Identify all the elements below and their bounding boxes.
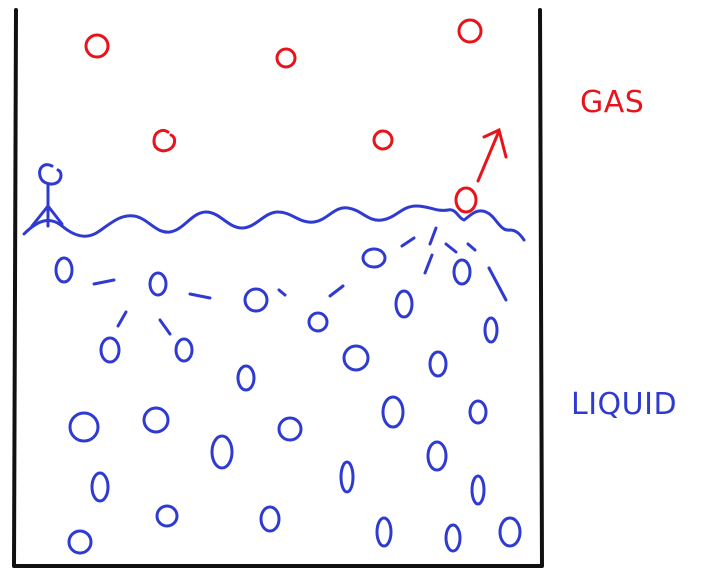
liquid-surface-wave bbox=[22, 204, 526, 242]
surface-molecule bbox=[30, 163, 64, 228]
liquid-molecule bbox=[468, 399, 488, 425]
liquid-molecule bbox=[142, 406, 170, 434]
gas-molecule bbox=[84, 33, 110, 59]
liquid-molecule bbox=[381, 395, 405, 429]
liquid-molecule bbox=[148, 271, 168, 297]
bond-line bbox=[158, 318, 172, 336]
gas-molecules bbox=[84, 18, 508, 214]
liquid-molecule bbox=[375, 516, 393, 548]
gas-molecule bbox=[275, 47, 297, 69]
liquid-molecule bbox=[54, 256, 74, 284]
liquid-molecule bbox=[444, 523, 462, 553]
liquid-molecule bbox=[243, 287, 269, 313]
gas-molecule bbox=[457, 18, 483, 44]
bond-line bbox=[466, 242, 477, 252]
liquid-molecule bbox=[99, 336, 121, 364]
liquid-molecule bbox=[339, 460, 355, 494]
liquid-molecule bbox=[498, 516, 522, 548]
liquid-molecule bbox=[90, 471, 110, 503]
liquid-label: LIQUID bbox=[571, 387, 678, 422]
liquid-molecule bbox=[68, 411, 100, 443]
liquid-molecule bbox=[342, 344, 370, 372]
liquid-molecules bbox=[54, 247, 522, 555]
gas-molecule bbox=[372, 129, 394, 151]
arrow-up-right-icon bbox=[476, 127, 508, 183]
bond-line bbox=[328, 284, 345, 298]
bond-line bbox=[116, 310, 128, 328]
liquid-molecule bbox=[394, 289, 414, 319]
gas-molecule bbox=[152, 128, 177, 153]
liquid-molecule bbox=[155, 504, 179, 528]
gas-label: GAS bbox=[580, 85, 645, 120]
bond-line bbox=[277, 288, 287, 297]
liquid-molecule bbox=[259, 505, 281, 533]
bond-line bbox=[423, 253, 434, 275]
liquid-molecule bbox=[361, 247, 387, 269]
liquid-molecule bbox=[428, 350, 448, 378]
liquid-molecule bbox=[426, 440, 448, 472]
container-beaker bbox=[12, 8, 544, 568]
liquid-molecule bbox=[236, 364, 256, 392]
liquid-molecule bbox=[277, 416, 303, 442]
intermolecular-bonds bbox=[92, 226, 508, 336]
bond-line bbox=[428, 226, 438, 246]
liquid-molecule bbox=[210, 434, 234, 470]
bond-line bbox=[92, 278, 116, 286]
gas-molecule-escaping bbox=[454, 186, 478, 214]
bond-line bbox=[444, 242, 458, 254]
liquid-molecule bbox=[67, 529, 93, 555]
liquid-molecule bbox=[452, 258, 472, 286]
liquid-molecule bbox=[483, 316, 499, 344]
bond-line bbox=[487, 266, 508, 302]
bond-line bbox=[188, 292, 212, 300]
bond-line bbox=[400, 236, 416, 248]
liquid-molecule bbox=[470, 474, 486, 506]
liquid-molecule bbox=[174, 337, 194, 363]
liquid-molecule bbox=[307, 311, 329, 333]
